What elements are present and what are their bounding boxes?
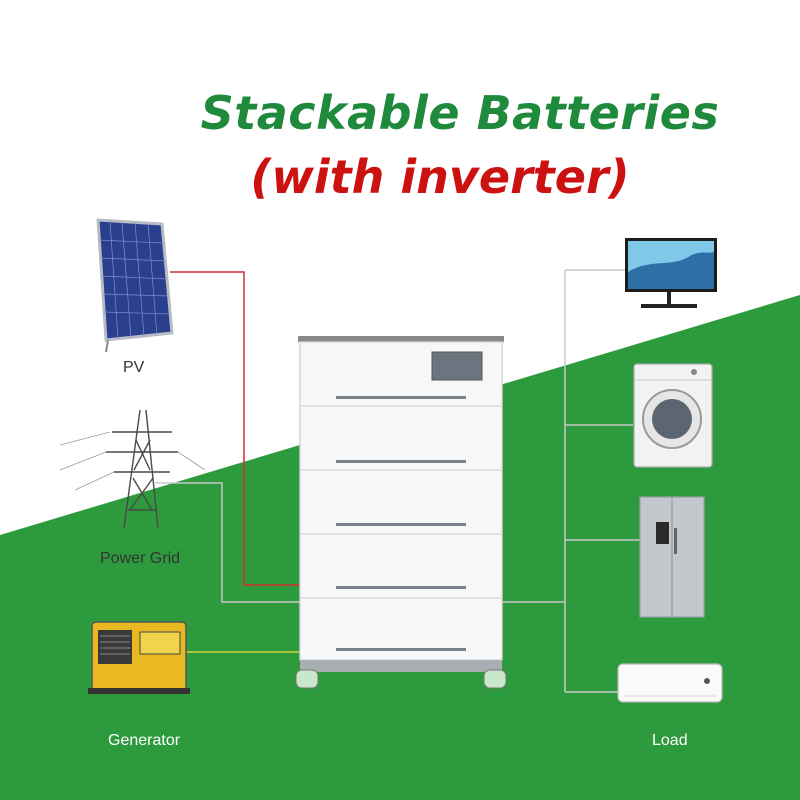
battery-stack bbox=[295, 336, 507, 689]
washing-machine-icon bbox=[633, 363, 713, 468]
monitor-icon bbox=[625, 238, 717, 308]
battery-module bbox=[299, 469, 503, 535]
inverter-display-screen bbox=[431, 351, 483, 381]
generator-icon bbox=[88, 621, 190, 694]
air-conditioner-icon bbox=[617, 663, 723, 703]
battery-module bbox=[299, 597, 503, 661]
diagram-title: Stackable Batteries bbox=[200, 86, 720, 140]
generator-label: Generator bbox=[108, 732, 181, 749]
transmission-tower-icon bbox=[59, 409, 206, 529]
pv-label: PV bbox=[123, 359, 145, 376]
power-grid-label: Power Grid bbox=[100, 550, 181, 567]
battery-wheels bbox=[295, 669, 507, 689]
battery-top-cap bbox=[298, 336, 504, 342]
pv-connection-line bbox=[170, 271, 300, 586]
load-label: Load bbox=[652, 732, 688, 749]
grid-connection-line bbox=[155, 482, 300, 603]
battery-module bbox=[299, 405, 503, 471]
battery-module bbox=[299, 341, 503, 407]
refrigerator-icon bbox=[639, 496, 705, 618]
battery-module bbox=[299, 533, 503, 599]
diagram-subtitle: (with inverter) bbox=[250, 150, 630, 204]
battery-base bbox=[300, 660, 502, 672]
connection-lines bbox=[155, 269, 640, 693]
solar-panel-icon bbox=[96, 218, 174, 353]
